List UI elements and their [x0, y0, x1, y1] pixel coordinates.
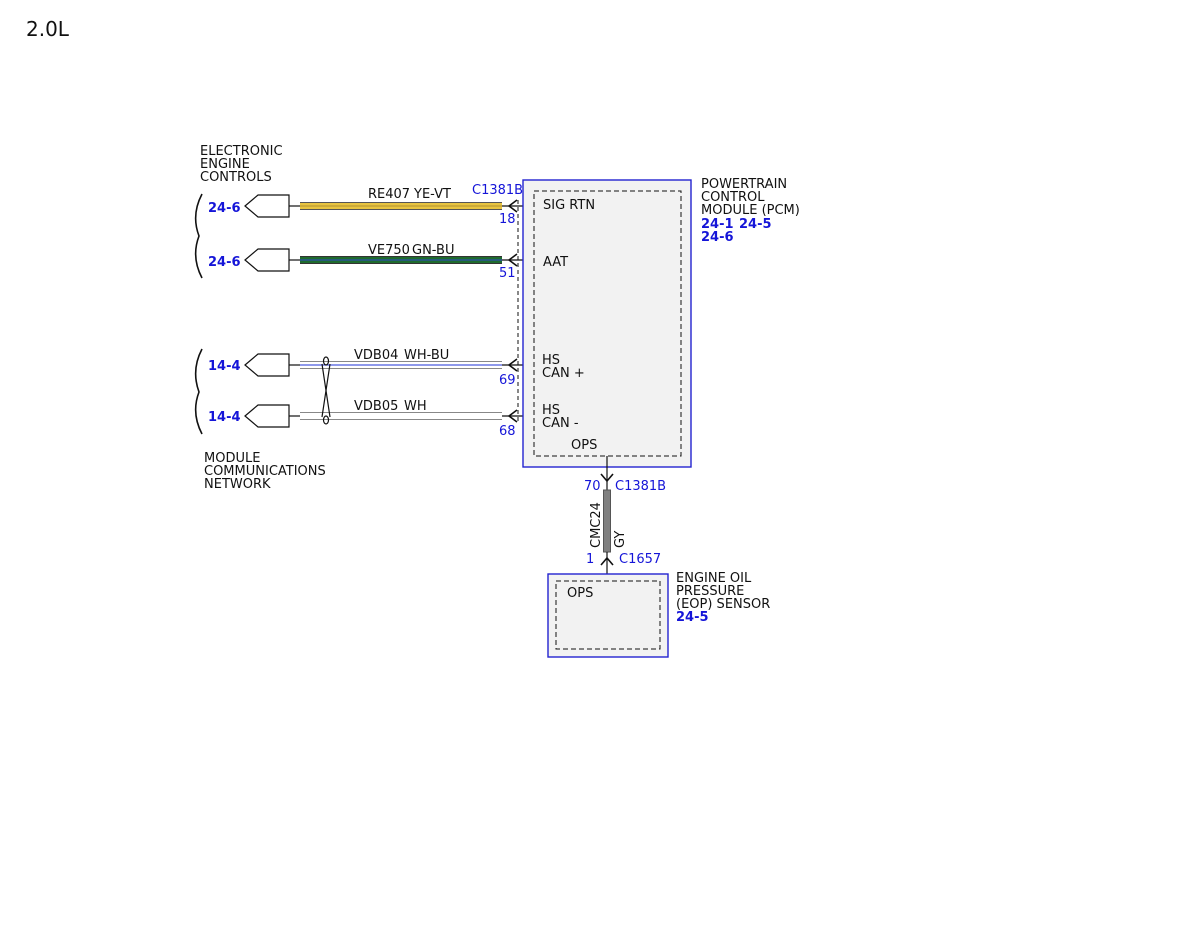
mcn-label: MODULE COMMUNICATIONS NETWORK [204, 451, 326, 492]
wire-re407-circuit: RE407 [368, 187, 410, 202]
ops-pin-70: 70 [584, 479, 601, 494]
pcm-label: POWERTRAIN CONTROL MODULE (PCM) [701, 177, 800, 218]
left-connector-arrows [244, 194, 290, 428]
svg-text:ENGINE: ENGINE [200, 157, 250, 172]
pcm-pin-sig-rtn: SIG RTN [543, 198, 595, 213]
wire-re407[interactable] [300, 202, 502, 210]
wire-vdb05-circuit: VDB05 [354, 399, 398, 414]
wire-vdb04[interactable] [300, 361, 502, 369]
eop-pin-arrow [600, 556, 614, 566]
eop-ref[interactable]: 24-5 [676, 610, 709, 625]
svg-text:CONTROLS: CONTROLS [200, 170, 272, 185]
svg-text:MODULE (PCM): MODULE (PCM) [701, 203, 800, 218]
ops-pin-arrow-top [600, 473, 614, 483]
pin-18: 18 [499, 212, 516, 227]
pcm-pin-hs-minus-line1: HS [542, 403, 560, 418]
pin-68: 68 [499, 424, 516, 439]
eop-inner-box [555, 580, 661, 650]
wire-re407-color: YE-VT [413, 187, 451, 202]
eop-sensor-box[interactable] [547, 573, 669, 658]
pcm-pin-hs-minus-line2: CAN - [542, 416, 579, 431]
pcm-pin-arrows [507, 199, 518, 423]
svg-text:ENGINE OIL: ENGINE OIL [676, 571, 752, 586]
pcm-pin-hs-plus-line1: HS [542, 353, 560, 368]
pcm-module-box[interactable] [522, 179, 692, 468]
wire-cmc24-circuit: CMC24 [589, 502, 604, 548]
wire-vdb04-color: WH-BU [404, 348, 449, 363]
eop-connector-label[interactable]: C1657 [619, 552, 661, 567]
eec-label: ELECTRONIC ENGINE CONTROLS [200, 144, 283, 185]
wire-vdb04-circuit: VDB04 [354, 348, 398, 363]
wire-cmc24[interactable] [603, 489, 611, 553]
wire-vdb05-color: WH [404, 399, 427, 414]
pin-69: 69 [499, 373, 516, 388]
mcn-ref-1[interactable]: 14-4 [208, 359, 241, 374]
pcm-pin-aat: AAT [543, 255, 568, 270]
mcn-ref-2[interactable]: 14-4 [208, 410, 241, 425]
svg-text:MODULE: MODULE [204, 451, 260, 466]
pin-51: 51 [499, 266, 516, 281]
svg-text:ELECTRONIC: ELECTRONIC [200, 144, 283, 159]
eec-ref-1[interactable]: 24-6 [208, 201, 241, 216]
pcm-ops-label: OPS [571, 438, 597, 453]
svg-text:PRESSURE: PRESSURE [676, 584, 744, 599]
pcm-ref-b[interactable]: 24-5 [739, 217, 772, 232]
pcm-ref-a[interactable]: 24-1 [701, 217, 734, 232]
pcm-connector-label[interactable]: C1381B [472, 183, 523, 198]
eop-pin-1: 1 [586, 552, 594, 567]
pcm-connector-bottom-label[interactable]: C1381B [615, 479, 666, 494]
wire-cmc24-color: GY [613, 531, 628, 548]
wire-ve750[interactable] [300, 256, 502, 264]
twisted-pair-icon [321, 356, 331, 425]
svg-text:COMMUNICATIONS: COMMUNICATIONS [204, 464, 326, 479]
eec-bracket [194, 193, 203, 279]
wire-ve750-color: GN-BU [412, 243, 454, 258]
page-title: 2.0L [26, 17, 70, 41]
svg-text:POWERTRAIN: POWERTRAIN [701, 177, 787, 192]
eop-ops-label: OPS [567, 586, 593, 601]
pcm-ref-c[interactable]: 24-6 [701, 230, 734, 245]
svg-text:CONTROL: CONTROL [701, 190, 765, 205]
mcn-bracket [194, 348, 203, 435]
svg-text:(EOP) SENSOR: (EOP) SENSOR [676, 597, 770, 612]
eop-label: ENGINE OIL PRESSURE (EOP) SENSOR [676, 571, 770, 612]
pcm-pin-hs-plus-line2: CAN + [542, 366, 585, 381]
wire-vdb05[interactable] [300, 412, 502, 420]
wire-ve750-circuit: VE750 [368, 243, 410, 258]
svg-text:NETWORK: NETWORK [204, 477, 271, 492]
pcm-inner-box [533, 190, 682, 457]
eec-ref-2[interactable]: 24-6 [208, 255, 241, 270]
